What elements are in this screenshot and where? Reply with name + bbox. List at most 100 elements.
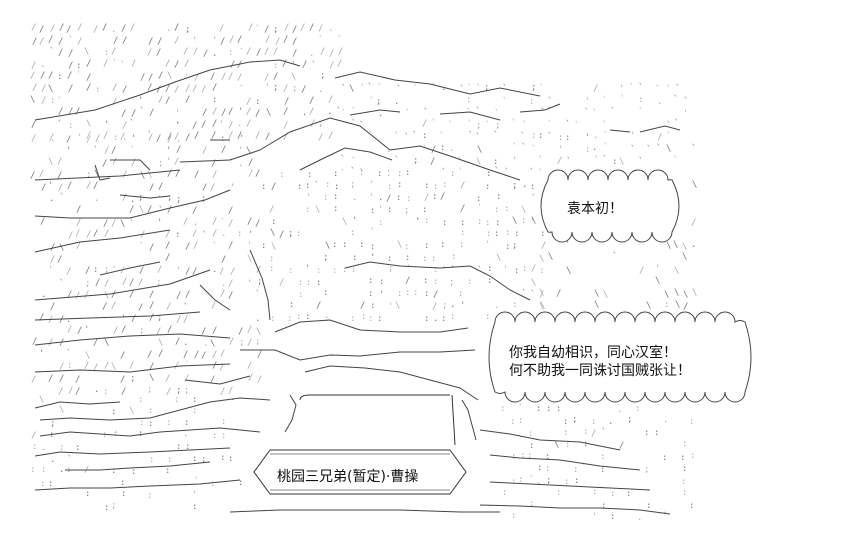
hatch-mark: / <box>39 169 44 179</box>
hatch-mark: : <box>422 205 427 215</box>
hatch-mark: : <box>296 312 301 322</box>
hatch-mark: ` <box>475 106 480 117</box>
hatch-mark: \ <box>531 216 536 226</box>
hatch-mark: . <box>50 134 55 144</box>
hatch-mark: : <box>585 145 590 155</box>
hatch-mark: : <box>459 240 464 250</box>
hatch-mark: / <box>247 217 252 227</box>
hatch-mark: . <box>617 405 622 415</box>
hatch-mark: ; <box>572 415 577 425</box>
hatch-mark: ` <box>520 131 525 142</box>
hatch-mark: / <box>193 47 198 57</box>
hatch-mark: ; <box>147 385 152 395</box>
hatch-mark: : <box>255 97 260 107</box>
hatch-mark: \ <box>129 406 134 416</box>
hatch-mark: : <box>48 479 53 489</box>
hatch-mark: ` <box>666 131 671 142</box>
hatch-mark: / <box>166 387 171 397</box>
hatch-mark: ` <box>602 120 607 131</box>
hatch-mark: . <box>130 195 135 205</box>
hatch-mark: : <box>238 478 243 488</box>
hatch-mark: / <box>58 48 63 58</box>
hatch-mark: . <box>309 49 314 59</box>
hatch-mark: / <box>460 204 465 214</box>
speech-yuan-shao: 袁本初！ <box>567 201 623 217</box>
hatch-mark: ' <box>460 301 465 311</box>
hatch-mark: ` <box>340 154 345 165</box>
hatch-mark: : <box>298 290 303 300</box>
hatch-mark: ' <box>450 265 455 275</box>
hatch-mark: ` <box>566 156 571 167</box>
hatch-mark: / <box>167 135 172 145</box>
hatch-mark: : <box>689 501 694 511</box>
hatch-mark: : <box>500 404 505 414</box>
hatch-mark: / <box>59 23 64 33</box>
hatch-mark: / <box>158 349 163 359</box>
hatch-mark: / <box>59 315 64 325</box>
hatch-mark: / <box>221 145 226 155</box>
hatch-mark: ` <box>547 106 552 117</box>
hatch-mark: : <box>493 157 498 167</box>
hatch-mark: : <box>368 276 373 286</box>
hatch-mark: / <box>58 387 63 397</box>
hatch-mark: ' <box>247 279 252 289</box>
hatch-mark: / <box>59 338 64 348</box>
hatch-mark: ' <box>379 290 384 300</box>
hatch-mark: / <box>284 97 289 107</box>
hatch-mark: : <box>104 503 109 513</box>
hatch-mark: ' <box>415 217 420 227</box>
hatch-mark: : <box>413 288 418 298</box>
hatch-mark: : <box>397 289 402 299</box>
hatch-mark: . <box>522 180 527 190</box>
hatch-mark: : <box>467 277 472 287</box>
hatch-mark: ` <box>547 119 552 130</box>
hatch-mark: : <box>558 133 563 143</box>
hatch-mark: : <box>370 242 375 252</box>
hatch-mark: . <box>203 339 208 349</box>
hatch-mark: / <box>283 35 288 45</box>
hatch-mark: / <box>84 290 89 300</box>
hatch-mark: / <box>58 107 63 117</box>
hatch-mark: / <box>220 289 225 299</box>
hatch-mark: ; <box>318 119 323 129</box>
hatch-mark: / <box>283 84 288 94</box>
hatch-mark: ' <box>565 240 570 250</box>
hatch-mark: ` <box>377 82 382 93</box>
hatch-mark: / <box>58 37 63 47</box>
hatch-mark: ; <box>404 206 409 216</box>
hatch-mark: ` <box>476 83 481 94</box>
hatch-mark: \ <box>603 290 608 300</box>
hatch-mark: / <box>147 205 152 215</box>
hatch-mark: : <box>664 300 669 310</box>
hatch-mark: : <box>546 404 551 414</box>
hatch-mark: ' <box>66 146 71 156</box>
hatch-mark: : <box>545 452 550 462</box>
hatch-mark: / <box>49 133 54 143</box>
hatch-mark: ` <box>646 144 651 155</box>
hatch-mark: ' <box>388 302 393 312</box>
hatch-mark: : <box>192 454 197 464</box>
hatch-mark: / <box>75 375 80 385</box>
hatch-mark: ` <box>360 83 365 94</box>
hatch-mark: : <box>148 419 153 429</box>
hatch-mark: : <box>350 314 355 324</box>
hatch-mark: : <box>440 240 445 250</box>
hatch-mark: / <box>68 61 73 71</box>
hatch-mark: / <box>185 95 190 105</box>
hatch-mark: : <box>352 253 357 263</box>
hatch-mark: / <box>431 145 436 155</box>
hatch-mark: : <box>583 439 588 449</box>
hatch-mark: / <box>184 374 189 384</box>
hatch-mark: / <box>103 219 108 229</box>
hatch-mark: / <box>174 157 179 167</box>
hatch-mark: \ <box>271 242 276 252</box>
hatch-mark: / <box>167 325 172 335</box>
hatch-mark: : <box>485 182 490 192</box>
hatch-mark: / <box>539 290 544 300</box>
title-plate-text: 桃园三兄弟(暂定)·曹操 <box>277 469 419 485</box>
hatch-mark: / <box>129 278 134 288</box>
hatch-mark: / <box>75 291 80 301</box>
hatch-mark: / <box>264 25 269 35</box>
hatch-mark: / <box>59 362 64 372</box>
hatch-mark: \ <box>682 252 687 262</box>
